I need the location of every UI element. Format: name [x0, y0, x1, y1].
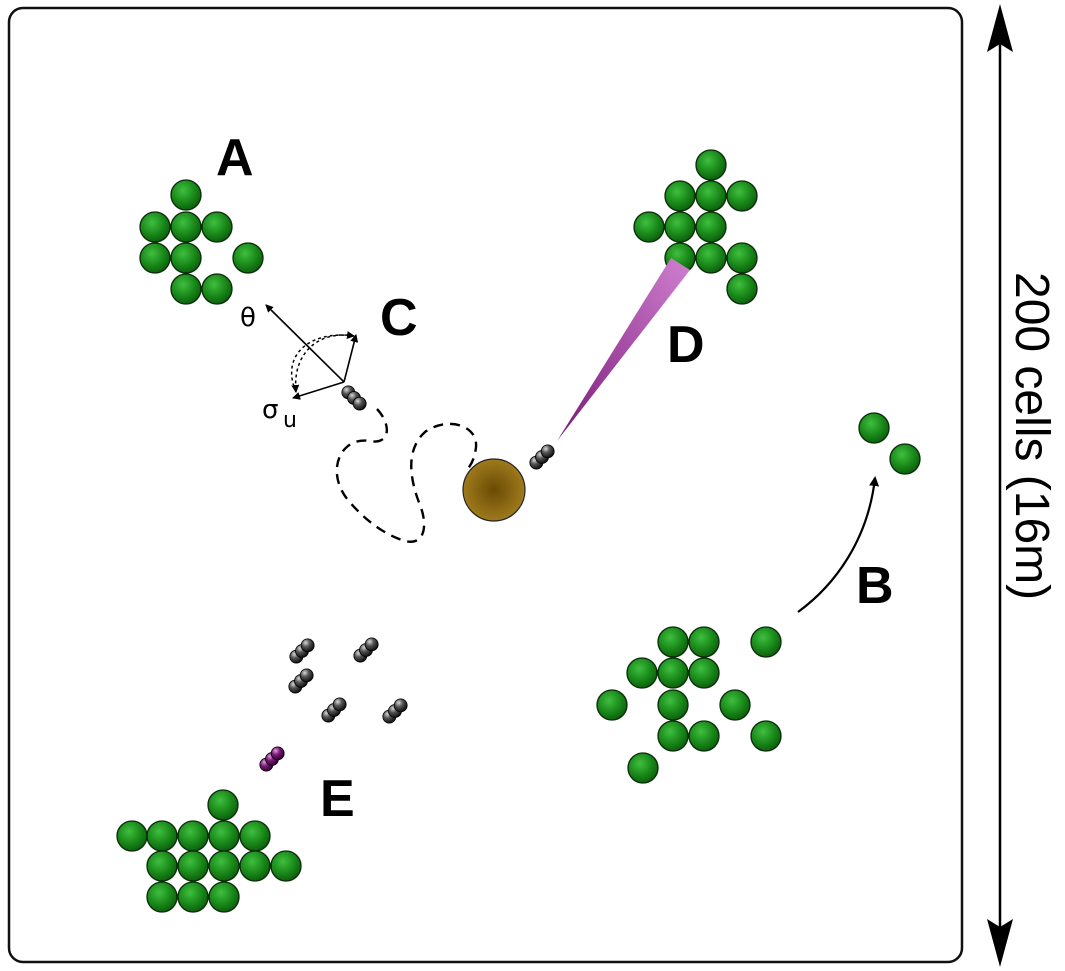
label-e: E [320, 770, 355, 828]
plant-cell [139, 211, 171, 243]
plant-cell [858, 412, 890, 444]
plant-cell [657, 626, 689, 658]
label-b: B [856, 557, 894, 615]
agent-chain [288, 668, 314, 694]
label-c: C [380, 289, 418, 347]
agent-chain-highlight [259, 746, 285, 772]
plant-cell [239, 850, 271, 882]
plant-cell [626, 657, 658, 689]
plant-cell [170, 211, 202, 243]
agent-bead [540, 444, 555, 459]
label-a: A [216, 129, 254, 187]
scale-arrow [987, 4, 1013, 967]
plant-cell [177, 850, 209, 882]
dispersal-arrow [797, 476, 880, 613]
plant-cluster-b1 [596, 626, 782, 784]
plant-cell [177, 881, 209, 913]
plant-cell [177, 820, 209, 852]
plant-cell [170, 242, 202, 274]
plant-cell [170, 179, 202, 211]
plant-cell [889, 443, 921, 475]
plant-cell [201, 211, 233, 243]
plant-clusters [116, 149, 921, 913]
plant-cell [627, 752, 659, 784]
plant-cell [688, 626, 720, 658]
plant-cell [726, 242, 758, 274]
agent-bead [300, 638, 315, 653]
direction-vector [265, 304, 359, 400]
plant-cell [688, 720, 720, 752]
plant-cell [170, 273, 202, 305]
sigma-symbol: σ [262, 395, 278, 425]
plant-cell [657, 657, 689, 689]
plant-cell [750, 626, 782, 658]
plant-cell [208, 881, 240, 913]
home-nest [462, 458, 526, 522]
plant-cell [232, 242, 264, 274]
plant-cell [146, 881, 178, 913]
theta-symbol: θ [240, 303, 256, 333]
plant-cell [695, 180, 727, 212]
plant-cell [688, 657, 720, 689]
plant-cell [750, 720, 782, 752]
plant-cluster-b2 [858, 412, 921, 475]
plant-cluster-d [633, 149, 758, 305]
sigma-subscript: u [283, 408, 297, 433]
plant-cell [239, 820, 271, 852]
plant-cell [208, 850, 240, 882]
plant-cell [664, 211, 696, 243]
plant-cell [208, 820, 240, 852]
plant-cell [695, 242, 727, 274]
plant-cell [657, 689, 689, 721]
agent-chain [529, 444, 555, 470]
plant-cell [146, 820, 178, 852]
plant-cell [116, 820, 148, 852]
agent-bead [332, 697, 347, 712]
agent-bead [393, 698, 408, 713]
plant-cell [201, 273, 233, 305]
plant-cell [664, 180, 696, 212]
plant-cluster-a [139, 179, 264, 305]
plant-cell [657, 720, 689, 752]
plant-cell [726, 180, 758, 212]
plant-cell [695, 149, 727, 181]
plant-cell [633, 211, 665, 243]
agent-chain [382, 698, 408, 724]
plant-cell [207, 789, 239, 821]
agent-bead [352, 396, 367, 411]
agent-bead [364, 637, 379, 652]
agent-chain [353, 637, 379, 663]
plant-cell [726, 273, 758, 305]
agent-chain [289, 638, 315, 664]
agent-group [259, 385, 555, 772]
plant-cell [139, 242, 171, 274]
plant-cell [270, 850, 302, 882]
plant-cluster-e [116, 789, 302, 913]
plant-cell [719, 689, 751, 721]
scale-label: 200 cells (16m) [1005, 272, 1058, 600]
plant-cell [695, 211, 727, 243]
plant-cell [596, 689, 628, 721]
label-d: D [667, 316, 705, 374]
vision-beam [557, 258, 690, 441]
path-trace [335, 408, 478, 543]
agent-chain [341, 385, 367, 411]
agent-bead [270, 746, 285, 761]
plant-cell [146, 850, 178, 882]
agent-chain [321, 697, 347, 723]
agent-bead [299, 668, 314, 683]
